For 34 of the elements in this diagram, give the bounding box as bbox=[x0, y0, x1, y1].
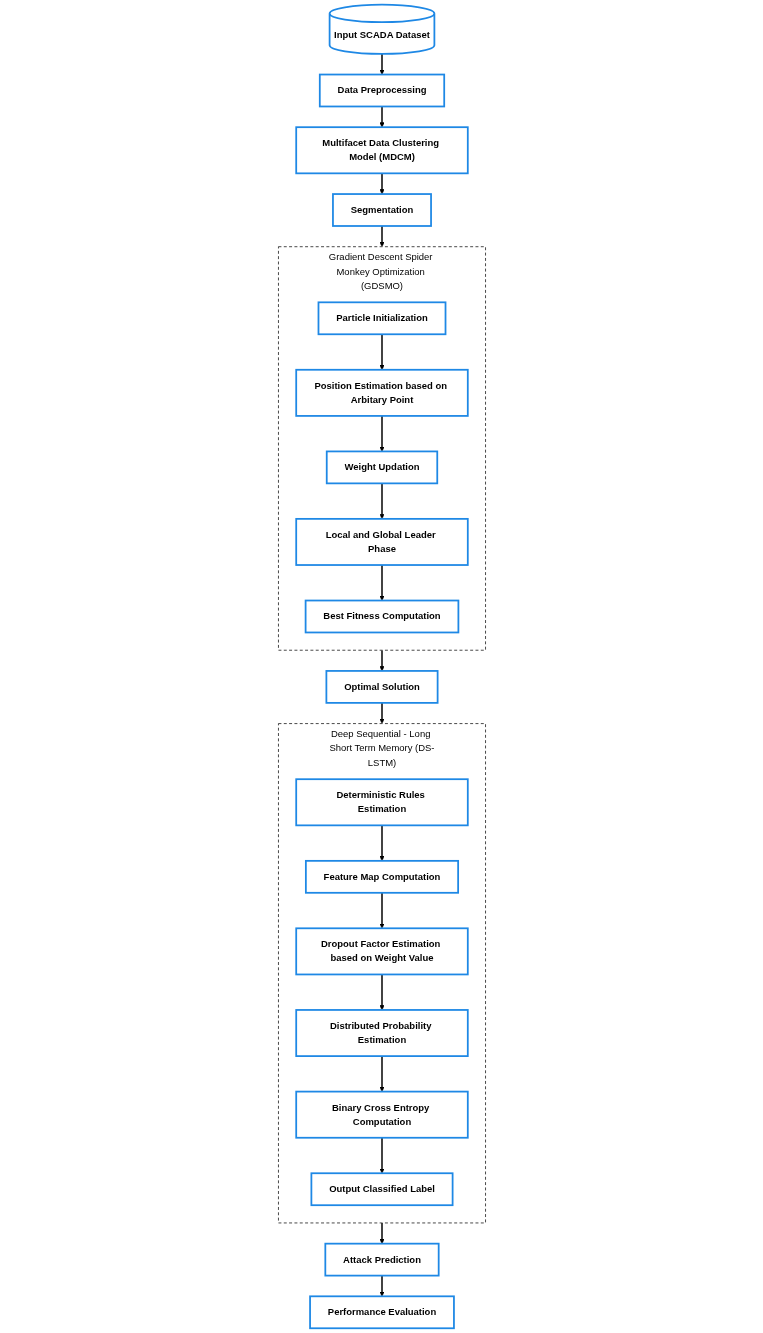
arrow bbox=[378, 649, 385, 672]
arrow bbox=[378, 973, 385, 1011]
node-box: Dropout Factor Estimation based on Weight Value bbox=[294, 927, 469, 976]
node-box: Optimal Solution bbox=[325, 670, 438, 704]
arrow bbox=[378, 482, 385, 520]
node-box: Multifacet Data Clustering Model (MDCM) bbox=[294, 126, 469, 175]
arrow bbox=[378, 1137, 385, 1174]
arrow bbox=[378, 53, 385, 75]
arrow bbox=[378, 333, 385, 370]
node-box: Data Preprocessing bbox=[318, 73, 445, 108]
arrow bbox=[378, 415, 385, 452]
node-box: Output Classified Label bbox=[310, 1172, 453, 1207]
arrow bbox=[378, 702, 385, 724]
node-box: Weight Updation bbox=[325, 450, 438, 485]
arrow bbox=[378, 1274, 385, 1297]
arrow bbox=[378, 1222, 385, 1244]
node-box: Best Fitness Computation bbox=[304, 599, 459, 634]
node-box: Particle Initialization bbox=[317, 301, 446, 336]
arrow bbox=[378, 824, 385, 862]
arrow bbox=[378, 105, 385, 128]
arrow bbox=[378, 1055, 385, 1092]
node-box: Distributed Probability Estimation bbox=[294, 1009, 469, 1057]
node-box: Binary Cross Entropy Computation bbox=[294, 1090, 469, 1139]
node-box: Segmentation bbox=[331, 193, 432, 227]
node-box: Position Estimation based on Arbitary Point bbox=[294, 368, 469, 417]
node-box: Performance Evaluation bbox=[308, 1295, 455, 1330]
arrow bbox=[378, 892, 385, 929]
arrow bbox=[378, 564, 385, 601]
node-box: Local and Global Leader Phase bbox=[294, 518, 469, 566]
arrow bbox=[378, 172, 385, 195]
node-box: Attack Prediction bbox=[323, 1242, 440, 1277]
arrow bbox=[378, 225, 385, 247]
node-box: Feature Map Computation bbox=[304, 859, 459, 894]
node-box: Deterministic Rules Estimation bbox=[294, 778, 469, 827]
